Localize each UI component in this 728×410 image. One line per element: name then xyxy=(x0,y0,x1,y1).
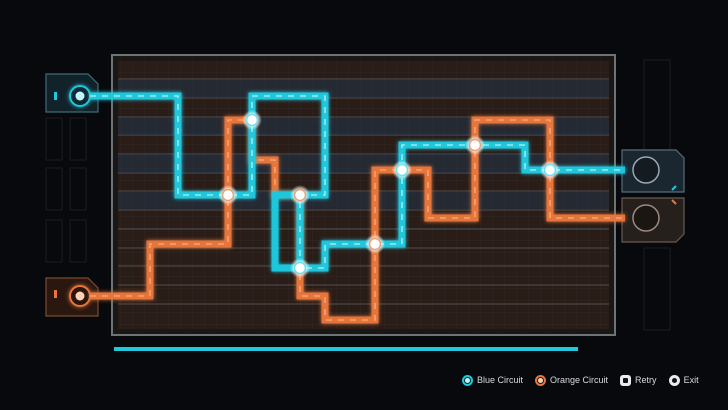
junction-node xyxy=(392,160,412,180)
exit-label: Exit xyxy=(683,375,699,385)
orange-source-terminal xyxy=(45,277,99,317)
blue-circuit-path xyxy=(90,92,625,272)
junction-node xyxy=(465,135,485,155)
circle-button-icon xyxy=(668,374,680,386)
junction-node xyxy=(290,258,310,278)
junction-node xyxy=(365,234,385,254)
right-decorative-panel xyxy=(643,59,671,331)
blue-output-terminal xyxy=(621,149,685,193)
controls-legend: Blue Circuit Orange Circuit Retry Exit xyxy=(462,371,724,389)
left-decorative-panel xyxy=(45,117,87,263)
retry-label: Retry xyxy=(635,375,657,385)
junction-nodes xyxy=(218,110,560,278)
orange-circuit-icon xyxy=(535,374,547,386)
blue-circuit-icon xyxy=(462,374,473,386)
progress-fill xyxy=(114,347,578,351)
blue-circuit-label: Blue Circuit xyxy=(477,375,524,385)
orange-circuit-path xyxy=(90,116,625,324)
orange-circuit-control[interactable]: Orange Circuit xyxy=(535,374,609,386)
exit-button[interactable]: Exit xyxy=(668,374,699,386)
junction-node xyxy=(218,185,238,205)
progress-bar xyxy=(114,347,578,351)
junction-node xyxy=(540,160,560,180)
junction-node xyxy=(242,110,262,130)
blue-circuit-control[interactable]: Blue Circuit xyxy=(462,374,524,386)
board-row-lines xyxy=(118,78,609,305)
retry-button[interactable]: Retry xyxy=(620,374,657,386)
circuit-board xyxy=(111,54,616,336)
square-button-icon xyxy=(620,374,632,386)
orange-output-terminal xyxy=(621,197,685,243)
orange-circuit-label: Orange Circuit xyxy=(550,375,609,385)
junction-node xyxy=(290,185,310,205)
